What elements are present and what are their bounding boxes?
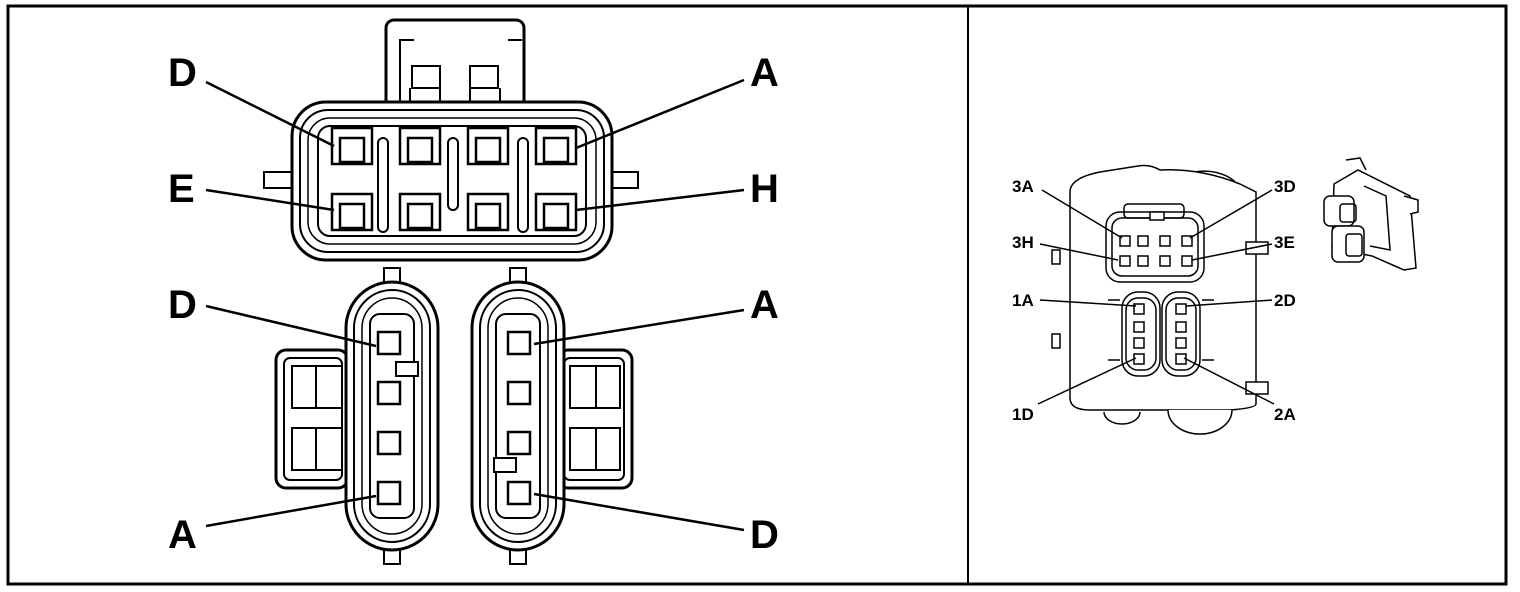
module-leaders — [1037, 189, 1275, 405]
label-top-d: D — [168, 51, 197, 95]
leader-right-d — [533, 492, 745, 532]
leader-left-a — [205, 494, 377, 528]
label-right-a: A — [750, 283, 779, 327]
leader-top-a — [575, 78, 745, 150]
label-top-e: E — [168, 167, 195, 211]
diagram-frame — [6, 4, 1508, 586]
label-3e: 3E — [1274, 233, 1295, 252]
leader-top-e — [205, 188, 335, 212]
label-1d: 1D — [1012, 405, 1034, 424]
label-right-d: D — [750, 513, 779, 557]
right-connector-4-pin — [470, 267, 634, 565]
label-3h: 3H — [1012, 233, 1034, 252]
label-2a: 2A — [1274, 405, 1296, 424]
top-connector-cavities — [330, 126, 578, 232]
label-2d: 2D — [1274, 291, 1296, 310]
label-left-a: A — [168, 513, 197, 557]
leader-left-d — [205, 304, 377, 348]
label-1a: 1A — [1012, 291, 1034, 310]
label-3a: 3A — [1012, 177, 1034, 196]
label-3d: 3D — [1274, 177, 1296, 196]
label-top-a: A — [750, 51, 779, 95]
label-left-d: D — [168, 283, 197, 327]
leader-top-h — [575, 188, 745, 212]
module-housing — [1051, 164, 1269, 435]
left-connector-4-pin — [274, 267, 440, 565]
module-side-view — [1323, 157, 1419, 271]
leader-right-a — [533, 308, 745, 346]
leader-top-d — [205, 80, 335, 148]
label-top-h: H — [750, 167, 779, 211]
module-cavities — [1119, 235, 1193, 365]
